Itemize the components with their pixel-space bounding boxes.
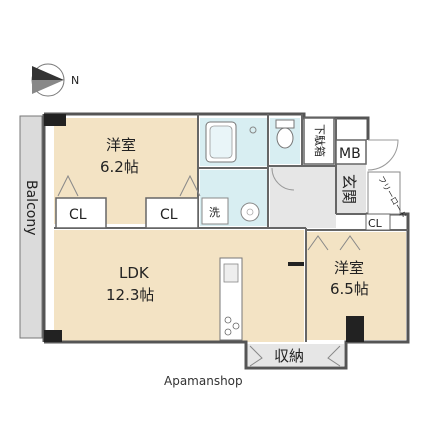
north-arrow-icon-lower bbox=[32, 80, 64, 94]
meter-box-label: MB bbox=[339, 146, 361, 162]
storage-door-icon bbox=[327, 345, 341, 367]
storage-door-icon bbox=[249, 345, 263, 367]
ldk-size: 12.3帖 bbox=[106, 286, 154, 304]
washer-label: 洗 bbox=[209, 206, 220, 219]
storage-floor bbox=[246, 344, 344, 366]
washer-space bbox=[201, 197, 229, 225]
balcony-label: Balcony bbox=[23, 180, 39, 236]
compass-label: N bbox=[71, 74, 79, 87]
closet-label: CL bbox=[69, 207, 87, 223]
entrance-floor bbox=[336, 164, 366, 214]
entrance-closet bbox=[365, 213, 391, 231]
closet-door-icon bbox=[57, 174, 79, 197]
meter-box bbox=[335, 139, 367, 165]
toilet-bowl bbox=[276, 127, 294, 149]
kitchen-sink-icon bbox=[223, 263, 239, 283]
shoe-box bbox=[303, 117, 335, 165]
toilet-tank bbox=[275, 119, 295, 129]
room2-door-icon bbox=[339, 235, 361, 251]
entrance-closet-label: CL bbox=[368, 217, 383, 230]
western-room-1-size: 6.2帖 bbox=[100, 158, 139, 176]
pillar bbox=[44, 330, 62, 342]
balcony-area bbox=[19, 115, 43, 339]
hallway-floor bbox=[270, 166, 336, 228]
shower-icon bbox=[249, 126, 257, 134]
shoe-box-label: 下駄箱 bbox=[313, 124, 327, 157]
western-room-1-name: 洋室 bbox=[106, 136, 136, 154]
stove-burner-icon bbox=[232, 322, 240, 330]
ldk-name: LDK bbox=[119, 264, 150, 282]
pillars bbox=[44, 114, 364, 342]
closet-label: CL bbox=[160, 207, 178, 223]
closet-box bbox=[145, 197, 199, 229]
ldk-floor bbox=[54, 230, 304, 342]
room2-door-icon bbox=[307, 235, 329, 251]
washbasin-drain-icon bbox=[246, 208, 254, 216]
washbasin-icon bbox=[240, 202, 260, 222]
brand-watermark: Apamanshop bbox=[164, 374, 243, 388]
pillar bbox=[346, 316, 364, 342]
closet-door-icon bbox=[179, 174, 201, 197]
stove-burner-icon bbox=[224, 328, 232, 336]
kitchen bbox=[219, 257, 243, 341]
stove-burner-icon bbox=[224, 316, 232, 324]
hallway-alcove bbox=[367, 171, 401, 215]
storage-label: 収納 bbox=[274, 347, 304, 365]
closet-box bbox=[55, 197, 107, 229]
closet-left: CL bbox=[55, 174, 107, 229]
compass: N bbox=[31, 63, 79, 97]
outer-wall-right bbox=[44, 212, 410, 370]
closet-right: CL bbox=[145, 174, 201, 229]
western-room-2-name: 洋室 bbox=[334, 259, 364, 277]
bathtub-icon bbox=[205, 121, 237, 163]
pillar bbox=[44, 114, 66, 126]
north-arrow-icon bbox=[32, 66, 64, 80]
entrance-door-icon bbox=[367, 139, 399, 171]
bathtub-inner bbox=[209, 125, 233, 159]
entrance-label: 玄関 bbox=[340, 174, 358, 204]
toilet-icon bbox=[275, 119, 295, 149]
western-room-2-size: 6.5帖 bbox=[330, 280, 369, 298]
balcony: Balcony bbox=[19, 115, 43, 339]
wall-stub bbox=[288, 262, 304, 266]
toilet-door-icon bbox=[271, 167, 295, 191]
